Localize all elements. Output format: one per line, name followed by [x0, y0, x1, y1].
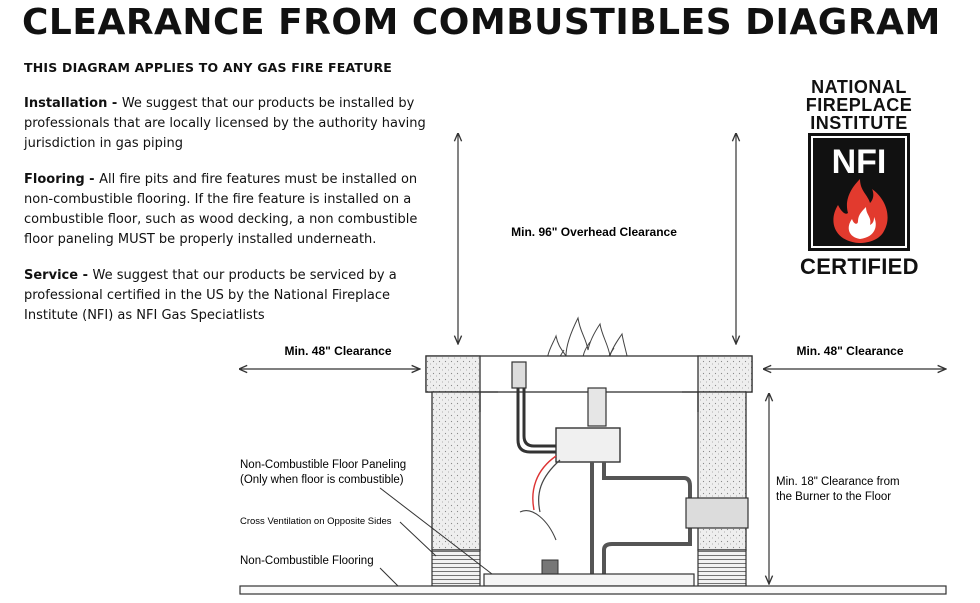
service-text: We suggest that our products be serviced…	[24, 268, 397, 323]
nfi-logo: NFI	[808, 133, 910, 251]
nfi-badge-heading: NATIONAL FIREPLACE INSTITUTE	[800, 78, 918, 132]
flooring-text: All fire pits and fire features must be …	[24, 172, 418, 247]
ventilation-label: Cross Ventilation on Opposite Sides	[240, 516, 392, 527]
flooring-leader	[379, 567, 399, 587]
black-wire	[538, 459, 561, 513]
floor-paneling	[483, 573, 695, 587]
left-leg-base	[431, 549, 481, 587]
left-leg	[431, 391, 481, 551]
gas-pipe	[590, 462, 692, 584]
right-leg-base	[697, 549, 747, 587]
left-clearance-label: Min. 48" Clearance	[284, 344, 391, 358]
nfi-line-fireplace: FIREPLACE	[805, 95, 913, 115]
nfi-certified-label: CERTIFIED	[800, 254, 919, 279]
thermocouple-lines	[516, 388, 556, 454]
applies-subtitle: THIS DIAGRAM APPLIES TO ANY GAS FIRE FEA…	[24, 60, 393, 75]
control-box	[555, 427, 621, 463]
nfi-line-institute: INSTITUTE	[810, 113, 908, 133]
gas-connector	[685, 497, 749, 529]
page-title: CLEARANCE FROM COMBUSTIBLES DIAGRAM	[22, 2, 941, 43]
paneling-leader	[379, 487, 493, 575]
overhead-clearance-label: Min. 96" Overhead Clearance	[511, 225, 677, 239]
service-paragraph: Service - We suggest that our products b…	[24, 266, 434, 326]
burner-floor-label-1: Min. 18" Clearance from	[776, 476, 900, 488]
flooring-paragraph: Flooring - All fire pits and fire featur…	[24, 170, 434, 250]
burner-riser	[587, 387, 607, 427]
paneling-label-2: (Only when floor is combustible)	[240, 474, 404, 486]
nfi-logo-text: NFI	[832, 143, 887, 181]
flooring-label: Non-Combustible Flooring	[240, 555, 374, 567]
paneling-label-1: Non-Combustible Floor Paneling	[240, 459, 406, 471]
nfi-line-national: NATIONAL	[811, 77, 907, 97]
ventilation-leader	[399, 521, 437, 557]
installation-paragraph: Installation - We suggest that our produ…	[24, 94, 434, 154]
burner-floor-label-2: the Burner to the Floor	[776, 491, 891, 503]
red-wire	[532, 455, 557, 511]
igniter	[511, 361, 527, 389]
right-clearance-label: Min. 48" Clearance	[796, 344, 903, 358]
flooring-heading: Flooring -	[24, 172, 100, 187]
service-heading: Service -	[24, 268, 93, 283]
non-combustible-floor	[239, 585, 947, 595]
installation-heading: Installation -	[24, 96, 122, 111]
installation-text: We suggest that our products be installe…	[24, 96, 426, 151]
